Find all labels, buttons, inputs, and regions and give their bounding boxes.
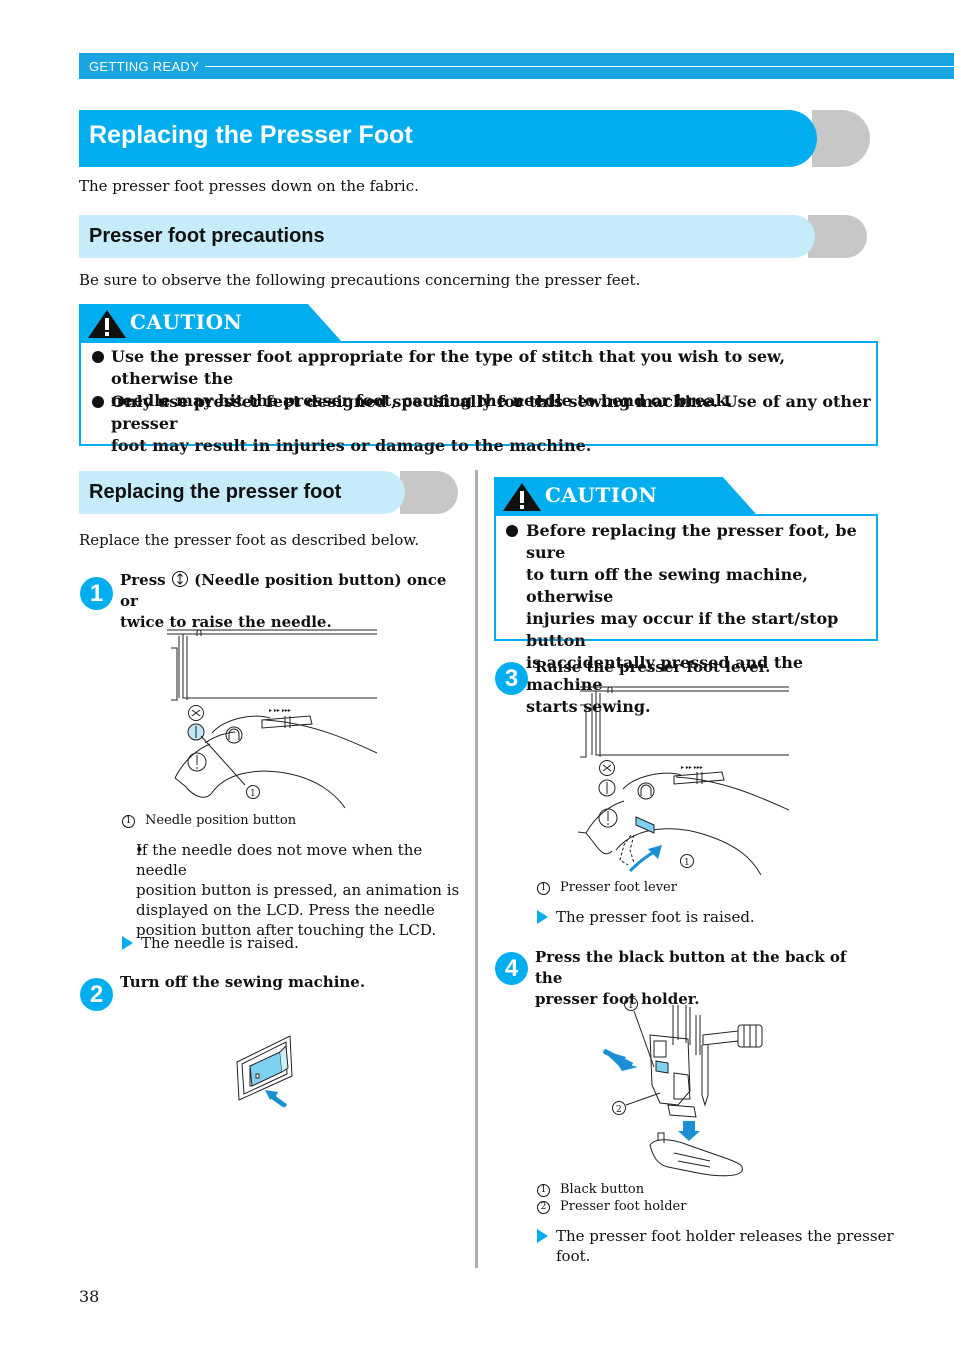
subheading-shadow — [400, 471, 458, 514]
step-1-note: • If the needle does not move when the n… — [122, 840, 467, 940]
legend-item: 2 Presser foot holder — [537, 1199, 686, 1214]
intro-text: The presser foot presses down on the fab… — [79, 177, 419, 195]
caution-item: Before replacing the presser foot, be su… — [506, 520, 871, 718]
presser-foot-holder-illustration: 1 2 — [602, 997, 763, 1177]
title-shadow — [812, 110, 870, 167]
caution-item: Only use presser feet designed specifica… — [92, 391, 872, 457]
title-banner — [79, 110, 817, 167]
caution-label: CAUTION — [545, 483, 658, 507]
callout-number: 2 — [616, 1105, 622, 1115]
legend-item: 1 Presser foot lever — [537, 880, 677, 895]
caution-item-line: Before replacing the presser foot, be su… — [526, 521, 857, 562]
caution-item: Use the presser foot appropriate for the… — [92, 346, 872, 412]
note-line: displayed on the LCD. Press the needle — [136, 901, 435, 919]
step-line: (Needle position button) once or — [120, 571, 447, 610]
warning-icon — [503, 483, 541, 511]
caution-box — [79, 341, 878, 446]
page-number: 38 — [79, 1287, 100, 1306]
caution-item-line: starts sewing. — [526, 697, 651, 716]
step-number: 3 — [495, 662, 528, 695]
step-3-text: Raise the presser foot lever. — [535, 658, 771, 676]
step-line: twice to raise the needle. — [120, 613, 332, 631]
step-4-text: Press the black button at the back of th… — [535, 947, 875, 1010]
step-line: Press the black button at the back of th… — [535, 948, 847, 987]
subheading-shadow — [808, 215, 867, 258]
svg-text:1: 1 — [684, 858, 690, 868]
bullet — [506, 525, 518, 537]
legend-text: Black button — [560, 1182, 645, 1197]
legend-item: 1 Needle position button — [122, 813, 296, 828]
legend-number: 1 — [537, 1184, 550, 1197]
page-title: Replacing the Presser Foot — [89, 121, 413, 149]
result-arrow-icon — [537, 910, 548, 924]
step-number: 4 — [495, 952, 528, 985]
caution-item-line: Only use presser feet designed specifica… — [111, 392, 871, 433]
legend-item: 1 Black button — [537, 1182, 644, 1197]
note-line: If the needle does not move when the nee… — [136, 841, 423, 879]
column-divider — [475, 470, 478, 1268]
callout-number: 1 — [628, 1001, 634, 1011]
bullet — [92, 351, 104, 363]
subheading-banner — [79, 215, 815, 258]
legend-text: Needle position button — [145, 813, 297, 828]
caution-item-line: is accidentally pressed and the machine — [526, 653, 804, 694]
note-line: position button after touching the LCD. — [136, 921, 437, 939]
svg-text:▸ ▸▸ ▸▸▸: ▸ ▸▸ ▸▸▸ — [681, 764, 703, 771]
subheading-banner — [79, 471, 405, 514]
replacing-heading: Replacing the presser foot — [89, 481, 342, 503]
step-1-text: Press (Needle position button) once or t… — [120, 570, 460, 633]
legend-text: Presser foot holder — [560, 1199, 687, 1214]
step-4-result: The presser foot holder releases the pre… — [556, 1226, 894, 1266]
legend-text: Presser foot lever — [560, 880, 677, 895]
legend-number: 1 — [537, 882, 550, 895]
precautions-intro: Be sure to observe the following precaut… — [79, 271, 641, 289]
caution-box — [494, 514, 878, 641]
note-line: position button is pressed, an animation… — [136, 881, 460, 899]
step-line: presser foot holder. — [535, 990, 700, 1008]
header-rule — [205, 66, 954, 67]
step-number: 1 — [80, 577, 113, 610]
step-1-result: The needle is raised. — [141, 934, 299, 952]
legend-number: 1 — [122, 815, 135, 828]
needle-position-icon — [171, 571, 188, 587]
presser-foot-lever-illustration: ▸ ▸▸ ▸▸▸ 1 — [577, 686, 790, 876]
step-2-text: Turn off the sewing machine. — [120, 973, 366, 991]
result-line: The presser foot holder releases the pre… — [556, 1227, 894, 1245]
result-line: foot. — [556, 1247, 591, 1265]
replacing-intro: Replace the presser foot as described be… — [79, 531, 420, 549]
caution-item-line: to turn off the sewing machine, otherwis… — [526, 565, 808, 606]
svg-text:▸ ▸▸ ▸▸▸: ▸ ▸▸ ▸▸▸ — [269, 707, 291, 714]
step-prefix: Press — [120, 571, 166, 589]
caution-item-line: injuries may occur if the start/stop but… — [526, 609, 839, 650]
power-switch-illustration — [236, 1035, 293, 1108]
svg-text:1: 1 — [250, 789, 256, 799]
warning-icon — [88, 310, 126, 338]
caution-label: CAUTION — [130, 310, 243, 334]
caution-item-line: Use the presser foot appropriate for the… — [111, 347, 786, 388]
caution-item-line: foot may result in injuries or damage to… — [111, 436, 592, 455]
precautions-heading: Presser foot precautions — [89, 225, 325, 247]
needle-position-illustration: ▸ ▸▸ ▸▸▸ 1 — [167, 629, 378, 809]
legend-number: 2 — [537, 1201, 550, 1214]
step-3-result: The presser foot is raised. — [556, 908, 755, 926]
step-number: 2 — [80, 978, 113, 1011]
section-label: GETTING READY — [89, 59, 200, 74]
result-arrow-icon — [537, 1229, 548, 1243]
result-arrow-icon — [122, 936, 133, 950]
caution-item-line: needle may hit the presser foot, causing… — [111, 391, 733, 410]
bullet — [92, 396, 104, 408]
